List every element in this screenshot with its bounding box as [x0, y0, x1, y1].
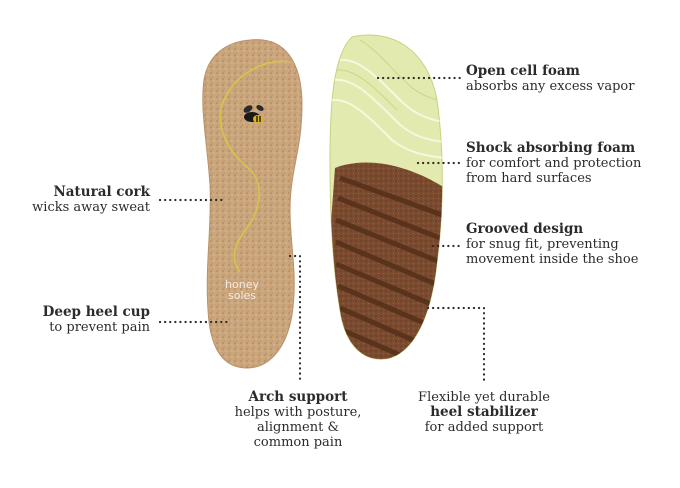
callout-title: Arch support — [248, 389, 348, 405]
callout-open-cell: Open cell foam absorbs any excess vapor — [466, 63, 635, 95]
callout-heel-cup: Deep heel cup to prevent pain — [42, 304, 150, 336]
callout-stabilizer: Flexible yet durable heel stabilizer for… — [404, 390, 564, 435]
callout-title: Deep heel cup — [42, 304, 150, 320]
leader-arch — [288, 254, 302, 382]
foam-grooves — [330, 39, 443, 360]
arch-stitch-line — [219, 60, 291, 273]
callout-title: Grooved design — [466, 221, 584, 237]
insole-brand-text: honey soles — [222, 279, 262, 301]
callout-title: Natural cork — [53, 184, 150, 200]
callout-desc: alignment & — [256, 420, 340, 435]
callout-desc: for added support — [424, 420, 544, 435]
callout-desc: to prevent pain — [49, 320, 150, 335]
callout-desc: common pain — [253, 435, 343, 450]
callout-desc: wicks away sweat — [32, 200, 150, 215]
bee-logo-icon — [243, 105, 264, 123]
callout-title: heel stabilizer — [430, 404, 538, 420]
callout-desc: movement inside the shoe — [466, 252, 639, 267]
callout-desc: for snug fit, preventing — [466, 237, 619, 252]
callout-title: Shock absorbing foam — [466, 140, 636, 156]
callout-desc: from hard surfaces — [466, 171, 592, 186]
callout-shock: Shock absorbing foam for comfort and pro… — [466, 140, 642, 187]
callout-grooved: Grooved design for snug fit, preventing … — [466, 221, 639, 268]
callout-desc: helps with posture, — [234, 405, 362, 420]
brand-line-1: honey — [225, 278, 259, 291]
callout-pre: Flexible yet durable — [418, 390, 550, 405]
callout-arch: Arch support helps with posture, alignme… — [228, 389, 368, 451]
brand-line-2: soles — [227, 289, 256, 302]
callout-title: Open cell foam — [466, 63, 580, 79]
callout-desc: for comfort and protection — [466, 156, 642, 171]
cork-insole — [202, 39, 303, 369]
callout-cork: Natural cork wicks away sweat — [32, 184, 150, 216]
leader-lines — [158, 76, 486, 382]
leader-stabilizer — [426, 306, 486, 382]
callout-desc: absorbs any excess vapor — [466, 79, 635, 94]
